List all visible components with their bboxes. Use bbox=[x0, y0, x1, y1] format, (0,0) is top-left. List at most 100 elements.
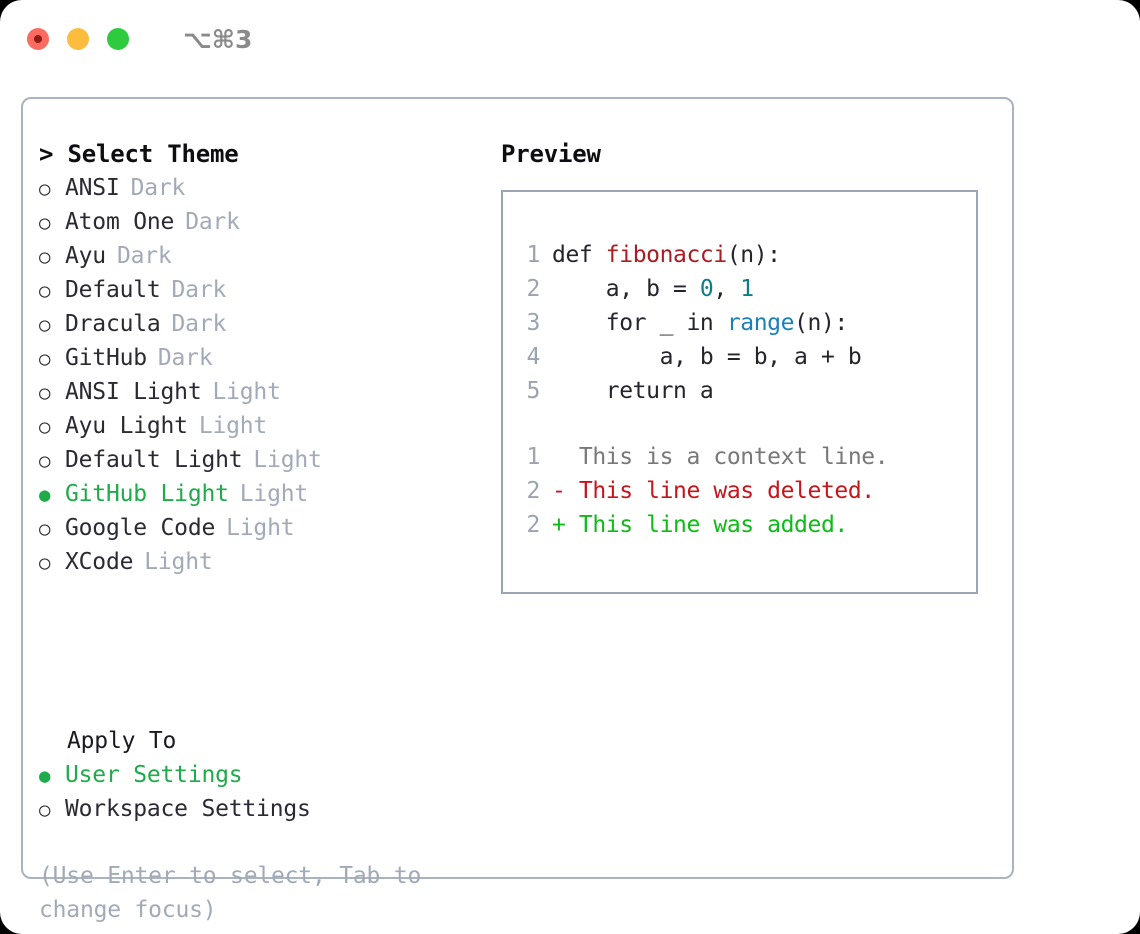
theme-name-label: Atom One bbox=[65, 209, 175, 235]
code-token: , bbox=[713, 276, 741, 302]
code-token-number: 0 bbox=[699, 276, 714, 302]
apply-to-option-label: User Settings bbox=[65, 762, 243, 788]
theme-variant-badge: Dark bbox=[157, 345, 213, 371]
diff-marker: + bbox=[552, 512, 566, 538]
code-token-number: 1 bbox=[740, 276, 754, 302]
theme-name-label: GitHub bbox=[65, 345, 147, 371]
theme-variant-badge: Light bbox=[226, 515, 295, 541]
traffic-lights bbox=[27, 28, 129, 50]
code-line-number: 2 bbox=[526, 276, 541, 302]
code-token: a, b = bbox=[552, 276, 700, 302]
code-line-number: 4 bbox=[526, 344, 541, 370]
code-token: def bbox=[552, 242, 606, 268]
apply-to-option[interactable]: ● User Settings bbox=[39, 758, 469, 792]
select-theme-heading: > Select Theme bbox=[39, 140, 239, 168]
radio-unselected-icon: ○ bbox=[39, 178, 51, 200]
code-blank-line bbox=[514, 408, 972, 440]
code-token: (n): bbox=[726, 242, 781, 268]
diff-line-text: This is a context line. bbox=[565, 444, 889, 470]
code-token-call: range bbox=[726, 310, 795, 336]
theme-list-item[interactable]: ○ XCode Light bbox=[39, 545, 469, 579]
apply-to-heading: Apply To bbox=[67, 728, 177, 754]
code-token-function: fibonacci bbox=[605, 242, 727, 268]
apply-to-options: ● User Settings ○ Workspace Settings bbox=[39, 758, 469, 826]
diff-line-number: 2 bbox=[526, 478, 541, 504]
theme-name-label: Dracula bbox=[65, 311, 161, 337]
theme-name-label: GitHub Light bbox=[65, 481, 229, 507]
radio-unselected-icon: ○ bbox=[39, 799, 51, 821]
minimize-button-icon[interactable] bbox=[67, 28, 89, 50]
diff-marker: - bbox=[552, 478, 566, 504]
theme-variant-badge: Dark bbox=[171, 277, 227, 303]
radio-selected-icon: ● bbox=[39, 765, 51, 787]
radio-unselected-icon: ○ bbox=[39, 416, 51, 438]
code-line: 2 a, b = 0, 1 bbox=[514, 272, 972, 306]
theme-list-item[interactable]: ○ Default Dark bbox=[39, 273, 469, 307]
theme-name-label: Default Light bbox=[65, 447, 243, 473]
code-line: 5 return a bbox=[514, 374, 972, 408]
code-token: a, b = b, a + b bbox=[552, 344, 862, 370]
theme-variant-badge: Dark bbox=[130, 175, 186, 201]
theme-variant-badge: Dark bbox=[185, 209, 240, 235]
diff-marker bbox=[552, 440, 565, 474]
title-bar: ⌥⌘3 bbox=[0, 0, 1140, 78]
theme-list-item[interactable]: ○ Dracula Dark bbox=[39, 307, 469, 341]
diff-deleted-line: 2- This line was deleted. bbox=[514, 474, 972, 508]
code-token: (n): bbox=[794, 310, 848, 336]
theme-name-label: XCode bbox=[65, 549, 134, 575]
apply-to-option-label: Workspace Settings bbox=[65, 796, 311, 822]
theme-list-item[interactable]: ○ Ayu Light Light bbox=[39, 409, 469, 443]
diff-added-line: 2 + This line was added. bbox=[514, 508, 972, 542]
diff-line-number: 2 bbox=[526, 512, 541, 538]
theme-list-item[interactable]: ○ GitHub Dark bbox=[39, 341, 469, 375]
theme-name-label: Ayu bbox=[65, 243, 106, 269]
code-line-number: 1 bbox=[526, 242, 541, 268]
theme-variant-badge: Light bbox=[239, 481, 309, 507]
close-button-icon[interactable] bbox=[27, 28, 49, 50]
theme-list-item[interactable]: ○ ANSI Light Light bbox=[39, 375, 469, 409]
theme-list-item[interactable]: ○ Default Light Light bbox=[39, 443, 469, 477]
theme-variant-badge: Light bbox=[198, 413, 268, 439]
radio-unselected-icon: ○ bbox=[39, 450, 51, 472]
theme-list-item[interactable]: ● GitHub Light Light bbox=[39, 477, 469, 511]
keyboard-shortcut-label: ⌥⌘3 bbox=[183, 24, 253, 54]
diff-line-text: This line was added. bbox=[565, 512, 848, 538]
code-line-number: 5 bbox=[526, 378, 541, 404]
code-token: return a bbox=[552, 378, 714, 404]
radio-unselected-icon: ○ bbox=[39, 518, 51, 540]
radio-unselected-icon: ○ bbox=[39, 552, 51, 574]
code-token: for _ in bbox=[552, 310, 727, 336]
radio-unselected-icon: ○ bbox=[39, 382, 51, 404]
theme-name-label: Ayu Light bbox=[65, 413, 188, 439]
theme-variant-badge: Light bbox=[144, 549, 213, 575]
theme-name-label: Google Code bbox=[65, 515, 216, 541]
apply-to-section: Apply To ● User Settings ○ Workspace Settin… bbox=[39, 724, 469, 826]
diff-line-number: 1 bbox=[526, 444, 541, 470]
radio-selected-icon: ● bbox=[39, 484, 51, 506]
theme-variant-badge: Dark bbox=[116, 243, 172, 269]
apply-to-option[interactable]: ○ Workspace Settings bbox=[39, 792, 469, 826]
code-line: 3 for _ in range(n): bbox=[514, 306, 972, 340]
theme-variant-badge: Light bbox=[212, 379, 281, 405]
code-line: 4 a, b = b, a + b bbox=[514, 340, 972, 374]
theme-name-label: ANSI Light bbox=[65, 379, 202, 405]
theme-list-item[interactable]: ○ Google Code Light bbox=[39, 511, 469, 545]
radio-unselected-icon: ○ bbox=[39, 348, 51, 370]
diff-context-line: 1 This is a context line. bbox=[514, 440, 972, 474]
theme-name-label: Default bbox=[65, 277, 161, 303]
preview-heading: Preview bbox=[501, 140, 601, 168]
radio-unselected-icon: ○ bbox=[39, 314, 51, 336]
radio-unselected-icon: ○ bbox=[39, 280, 51, 302]
theme-variant-badge: Light bbox=[253, 447, 322, 473]
theme-variant-badge: Dark bbox=[171, 311, 227, 337]
code-line: 1 def fibonacci(n): bbox=[514, 238, 972, 272]
maximize-button-icon[interactable] bbox=[107, 28, 129, 50]
